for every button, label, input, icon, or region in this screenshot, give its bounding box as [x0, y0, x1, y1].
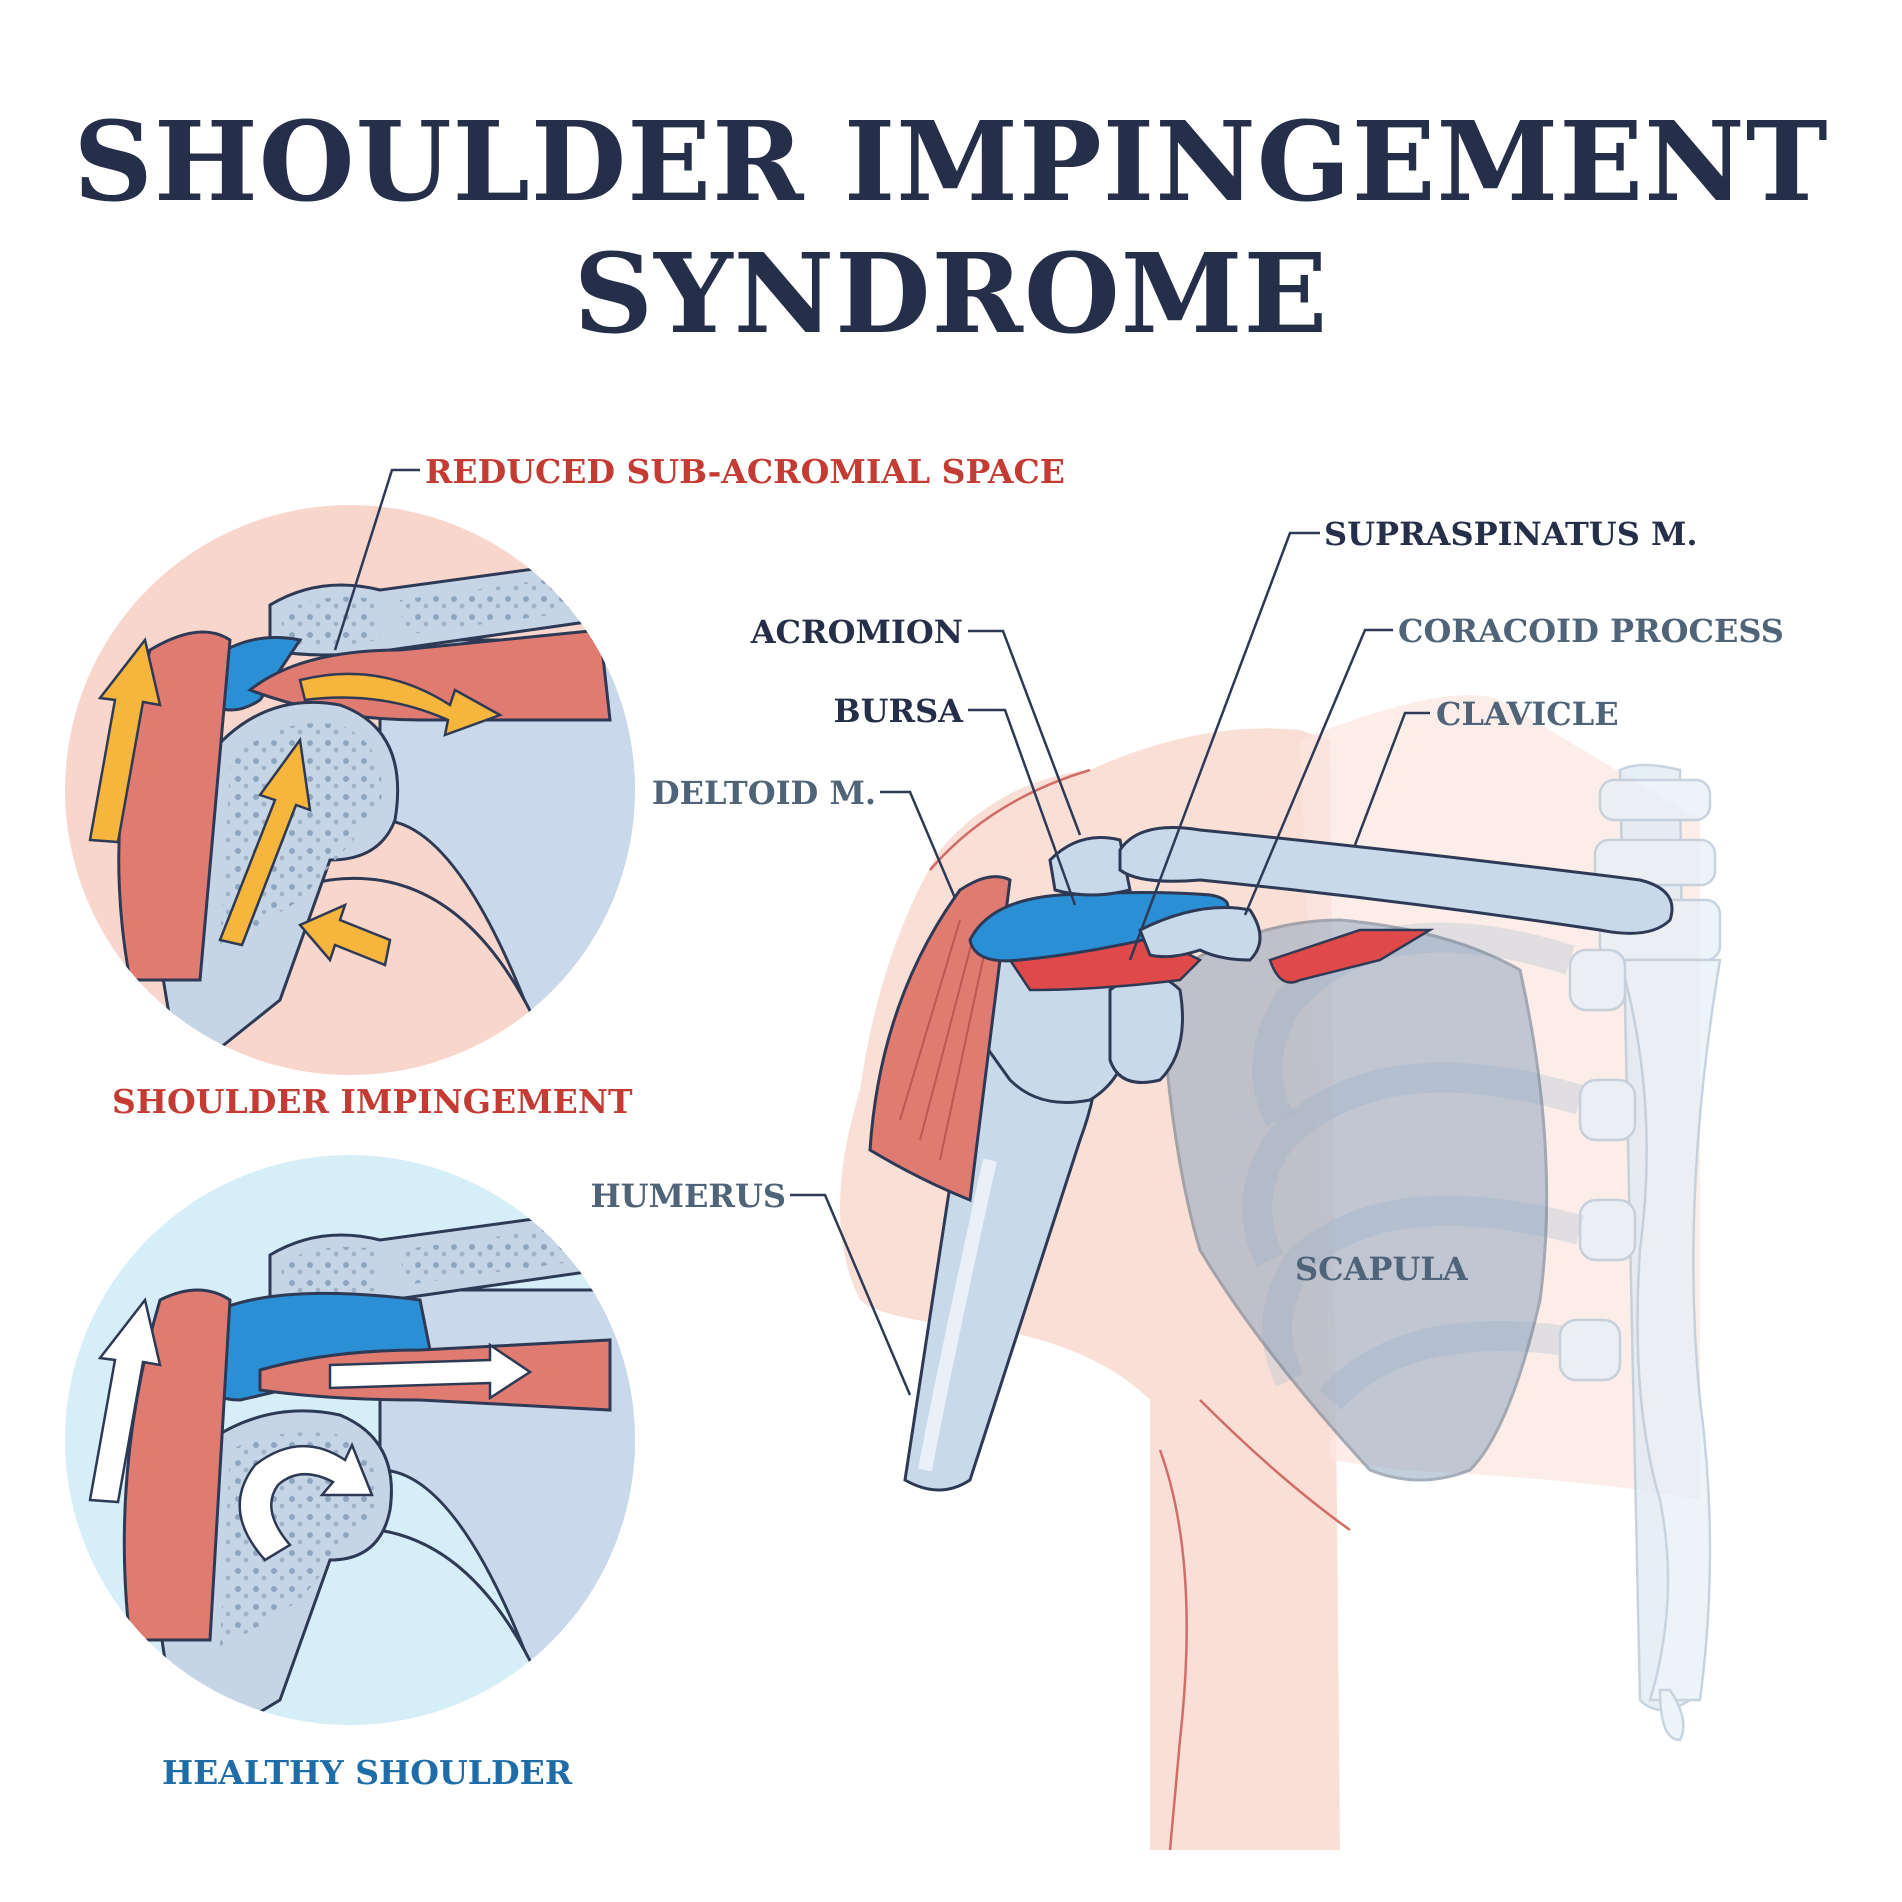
- scapula-bone: [1158, 918, 1549, 1482]
- label-coracoid: CORACOID PROCESS: [1398, 612, 1784, 650]
- leader-supraspinatus: [1128, 531, 1320, 961]
- leader-coracoid: [1243, 628, 1393, 916]
- label-scapula: SCAPULA: [1295, 1250, 1469, 1288]
- arrow-right: [298, 672, 504, 737]
- leader-lines: [790, 531, 1430, 1396]
- impingement-inset: [65, 468, 635, 1075]
- arrow-right-white: [328, 1342, 533, 1401]
- leader-clavicle: [1353, 711, 1430, 846]
- arrow-up-left: [88, 637, 162, 844]
- arrow-up-white: [88, 1297, 162, 1504]
- label-deltoid: DELTOID M.: [652, 774, 876, 812]
- arrow-curve-white: [238, 1441, 374, 1562]
- main-anatomy: [790, 531, 1722, 1851]
- leader-bursa: [968, 708, 1077, 906]
- label-bursa: BURSA: [834, 692, 965, 730]
- label-supraspinatus: SUPRASPINATUS M.: [1324, 515, 1698, 553]
- leader-deltoid: [880, 790, 957, 899]
- healthy-inset: [65, 1155, 635, 1725]
- label-clavicle: CLAVICLE: [1436, 695, 1619, 733]
- coracoid-main: [1138, 906, 1262, 962]
- caption-impingement: SHOULDER IMPINGEMENT: [112, 1082, 633, 1121]
- callout-leader: [333, 468, 420, 651]
- deltoid-main: [868, 875, 1012, 1203]
- title-line-2: SYNDROME: [574, 229, 1329, 358]
- leader-humerus: [790, 1193, 912, 1396]
- callout-reduced-space: REDUCED SUB-ACROMIAL SPACE: [425, 452, 1065, 491]
- caption-healthy: HEALTHY SHOULDER: [162, 1753, 573, 1792]
- label-acromion: ACROMION: [750, 613, 963, 651]
- arrow-left-small: [297, 902, 392, 967]
- bursa-main: [968, 891, 1230, 963]
- clavicle-bone: [1118, 826, 1674, 935]
- label-humerus: HUMERUS: [590, 1177, 786, 1215]
- title-line-1: SHOULDER IMPINGEMENT: [73, 97, 1828, 226]
- leader-acromion: [968, 629, 1082, 836]
- arrow-up-mid: [218, 736, 312, 947]
